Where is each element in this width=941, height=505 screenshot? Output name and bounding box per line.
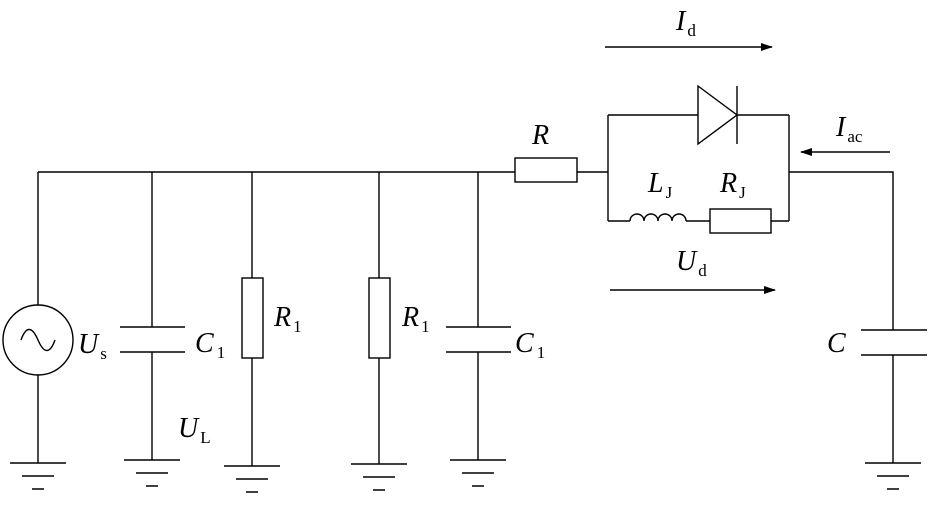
ground-icon [351,463,407,491]
r-series-resistor [514,157,578,183]
ground-icon [224,465,280,493]
right-output-wire [789,171,894,330]
r1-left-resistor [241,277,264,359]
ground-icon [124,459,180,487]
label-c: C [827,328,846,359]
rj-resistor [709,208,772,234]
c1-right-capacitor [446,326,511,353]
diode-triangle [697,84,739,146]
c-capacitor [861,329,927,356]
label-r: R [531,120,549,151]
c1-left-capacitor [120,326,185,353]
ac-source-sine-icon [20,328,56,352]
lj-inductor-coil [629,213,687,222]
r1-right-resistor [368,277,391,359]
ground-icon [865,462,921,490]
ground-icon [10,462,66,490]
ground-icon [450,459,506,487]
